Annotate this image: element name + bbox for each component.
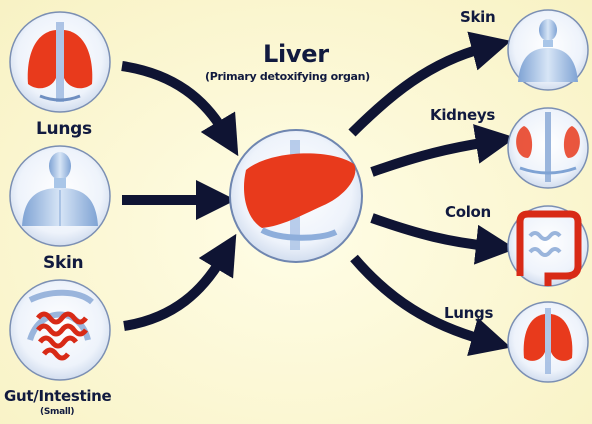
output-label-kidneys: Kidneys — [430, 106, 495, 124]
skin-output-circle — [508, 10, 588, 90]
kidneys-output-circle — [508, 108, 588, 188]
liver-subtitle: (Primary detoxifying organ) — [205, 70, 370, 83]
lungs-input-circle — [10, 12, 110, 112]
input-label-skin: Skin — [43, 253, 83, 273]
input-label-gut: Gut/Intestine — [4, 387, 111, 405]
output-label-lungs: Lungs — [444, 304, 493, 322]
colon-output-circle — [508, 206, 588, 286]
gut-input-circle — [10, 280, 110, 380]
liver-center-circle — [230, 130, 362, 262]
output-label-skin: Skin — [460, 8, 495, 26]
output-label-colon: Colon — [445, 203, 491, 221]
input-sublabel-gut: (Small) — [40, 407, 74, 417]
lungs-output-circle — [508, 302, 588, 382]
input-label-lungs: Lungs — [36, 119, 92, 139]
skin-input-circle — [10, 146, 110, 246]
liver-title: Liver — [263, 40, 329, 68]
